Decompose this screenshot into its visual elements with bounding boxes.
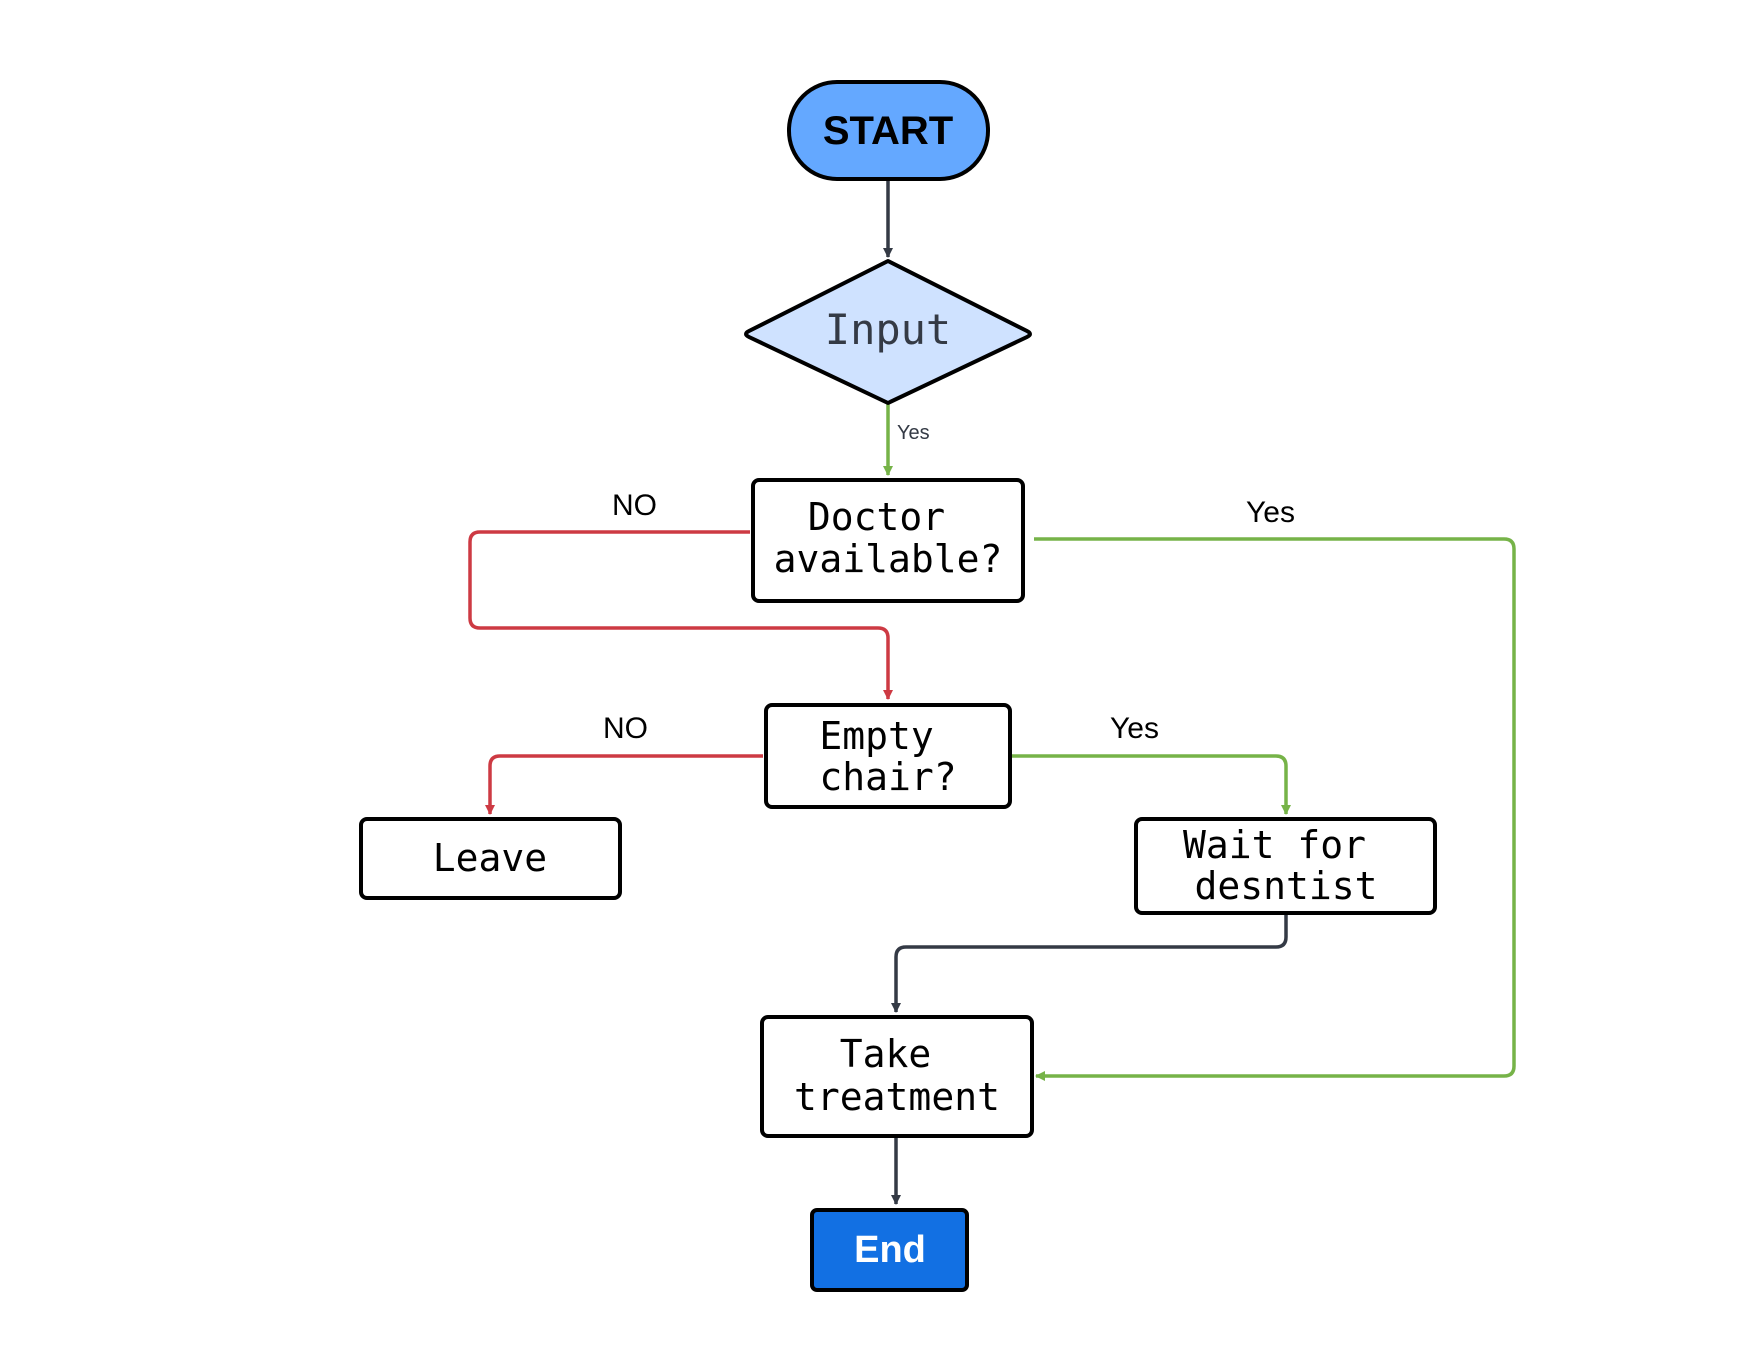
treatment-label-line-2: treatment <box>794 1075 1000 1119</box>
chair-label: Empty chair? <box>819 714 956 799</box>
leave-label: Leave <box>433 836 547 880</box>
wait-label-line-1: Wait for <box>1183 823 1366 867</box>
treatment-label: Take treatment <box>794 1032 1000 1119</box>
chair-label-line-2: chair? <box>819 755 956 799</box>
edge-label-doctor-yes: Yes <box>1246 496 1295 529</box>
end-terminator-shape <box>810 1208 969 1292</box>
wait-label: Wait for desntist <box>1183 823 1389 908</box>
edges <box>468 180 1516 1205</box>
chair-process-shape <box>764 703 1012 809</box>
node-doctor-available[interactable]: Doctor available? <box>751 478 1025 603</box>
edge-doctor-to-chair <box>468 530 893 700</box>
input-decision-shape <box>744 259 1032 405</box>
treatment-process-shape <box>760 1015 1034 1138</box>
edge-label-chair-no: NO <box>603 712 648 745</box>
edge-chair-to-leave <box>485 754 763 815</box>
node-start[interactable]: START <box>787 80 990 181</box>
wait-label-line-2: desntist <box>1194 864 1377 908</box>
chair-label-line-1: Empty <box>819 714 933 758</box>
node-wait-for-dentist[interactable]: Wait for desntist <box>1134 817 1437 915</box>
doctor-process-shape <box>751 478 1025 603</box>
edge-doctor-to-treatment <box>1034 537 1516 1081</box>
node-leave[interactable]: Leave <box>359 817 622 900</box>
doctor-label-line-2: available? <box>774 537 1003 581</box>
edge-label-chair-yes: Yes <box>1110 712 1159 745</box>
node-input[interactable]: Input <box>744 259 1032 405</box>
edge-chair-to-wait <box>1010 754 1291 815</box>
wait-process-shape <box>1134 817 1437 915</box>
start-label: START <box>823 109 953 153</box>
doctor-label-line-1: Doctor <box>808 495 945 539</box>
node-end[interactable]: End <box>810 1208 969 1292</box>
input-label: Input <box>825 305 951 354</box>
edge-wait-to-treatment <box>891 915 1288 1013</box>
node-empty-chair[interactable]: Empty chair? <box>764 703 1012 809</box>
treatment-label-line-1: Take <box>840 1032 932 1076</box>
doctor-label: Doctor available? <box>774 495 1003 581</box>
edge-label-input-yes: Yes <box>897 422 930 444</box>
end-label: End <box>854 1229 926 1271</box>
edge-labels: Yes NO Yes NO Yes <box>603 422 1295 745</box>
node-take-treatment[interactable]: Take treatment <box>760 1015 1034 1138</box>
start-terminator-shape <box>787 80 990 181</box>
leave-process-shape <box>359 817 622 900</box>
edge-label-doctor-no: NO <box>612 489 657 522</box>
